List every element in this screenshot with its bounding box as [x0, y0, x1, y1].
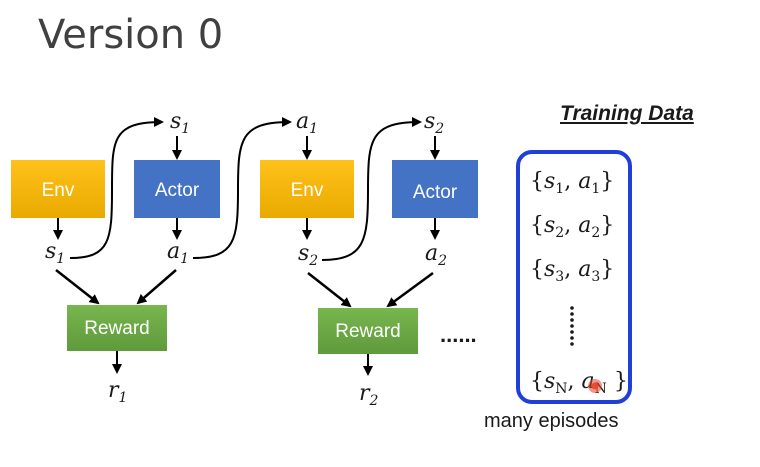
r2: r2 [359, 381, 379, 409]
env-label-1: Env [42, 180, 75, 201]
env-label-2: Env [291, 180, 324, 201]
training-data-frame [516, 150, 632, 404]
s2-top: s2 [424, 109, 444, 137]
curve-a1-up [192, 117, 292, 259]
training-data-title: Training Data [560, 102, 694, 125]
arrow-s1-reward [55, 269, 100, 305]
actor-label-1: Actor [155, 180, 200, 201]
many-episodes-caption: many episodes [484, 410, 619, 432]
actor-box-2: Actor [392, 160, 478, 218]
slide-title: Version 0 [38, 12, 224, 58]
actor-label-2: Actor [413, 182, 458, 203]
arrow-a1-reward [136, 269, 177, 305]
pair-N: {sN, aN } [530, 369, 628, 397]
env-box-2: Env [260, 160, 354, 218]
a2-bottom: a2 [425, 241, 447, 269]
pair-3: {s3, a3} [530, 257, 614, 285]
pair-2: {s2, a2} [530, 213, 614, 241]
reward-box-2: Reward [318, 308, 418, 354]
reward-label-2: Reward [335, 321, 400, 342]
actor-box-1: Actor [134, 160, 220, 218]
reward-box-1: Reward [67, 305, 167, 351]
s1-top: s1 [170, 109, 190, 137]
env-box-1: Env [11, 160, 105, 218]
arrow-s2-reward [307, 272, 352, 308]
s1-bottom: s1 [45, 239, 65, 267]
r1: r1 [108, 378, 127, 406]
curve-s2-up [321, 117, 422, 261]
pair-1: {s1, a1} [530, 169, 614, 197]
curve-s1-up [69, 117, 164, 259]
reward-label-1: Reward [84, 318, 149, 339]
vertical-ellipsis [570, 306, 574, 346]
a1-bottom: a1 [167, 239, 189, 267]
episode-ellipsis: ...... [440, 322, 477, 347]
arrow-a2-reward [386, 271, 434, 308]
a1-top: a1 [296, 109, 318, 137]
s2-bottom: s2 [298, 241, 318, 269]
